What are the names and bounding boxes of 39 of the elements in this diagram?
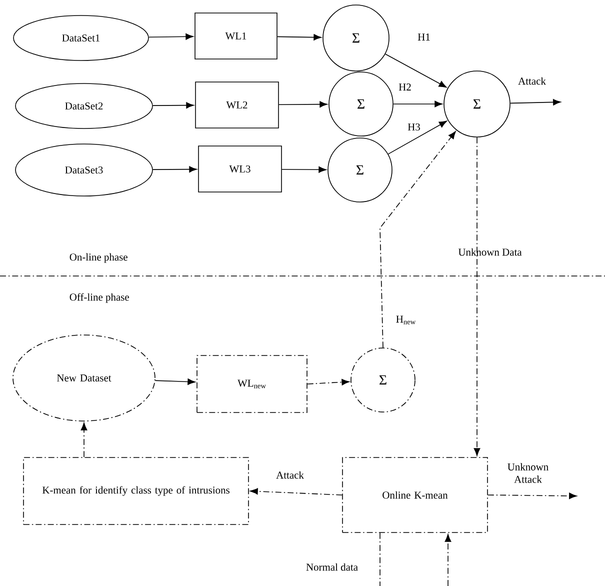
arrow xyxy=(488,492,577,500)
ellipse-node: DataSet1 xyxy=(13,15,149,61)
arrow xyxy=(152,102,194,108)
arrow xyxy=(393,100,442,108)
process-box: WL2 xyxy=(195,82,279,128)
arrow xyxy=(510,99,561,106)
arrow xyxy=(80,422,88,458)
edge-label: H2 xyxy=(398,84,411,90)
process-box: WL1 xyxy=(194,12,278,60)
arrow xyxy=(278,101,328,108)
edge-label: Normal data xyxy=(306,563,358,571)
process-box: WL$_{new}$ xyxy=(196,355,308,413)
phase-label: On-line phase xyxy=(70,253,128,263)
edge-label: Unknown Attack xyxy=(508,463,548,483)
edge-label: H1 xyxy=(418,34,430,40)
ellipse-node: New Dataset xyxy=(12,334,156,422)
arrow xyxy=(384,54,447,88)
arrow xyxy=(388,120,447,154)
arrow xyxy=(307,378,350,386)
arrow xyxy=(250,488,342,496)
edge-label: Attack xyxy=(518,77,546,85)
arrow xyxy=(152,166,197,172)
process-box: Online K-mean xyxy=(342,457,488,533)
ellipse-node: DataSet2 xyxy=(15,83,153,129)
arrow xyxy=(474,137,480,456)
process-box: WL3 xyxy=(198,146,282,192)
ellipse-node: DataSet3 xyxy=(15,144,153,196)
arrow xyxy=(154,378,196,385)
edge-label: Unknown Data xyxy=(458,248,522,256)
arrow xyxy=(277,34,322,40)
edge-label: Attack xyxy=(276,471,304,479)
arrow xyxy=(282,166,326,173)
arrow xyxy=(380,131,456,348)
arrow xyxy=(148,33,194,40)
phase-label: Off-line phase xyxy=(70,293,129,303)
process-box: K-mean for identify class type of intrusions xyxy=(23,457,249,525)
arrow xyxy=(444,534,452,586)
edge-label: H$_{new}$ xyxy=(396,316,416,324)
edge-label: H3 xyxy=(408,123,420,131)
